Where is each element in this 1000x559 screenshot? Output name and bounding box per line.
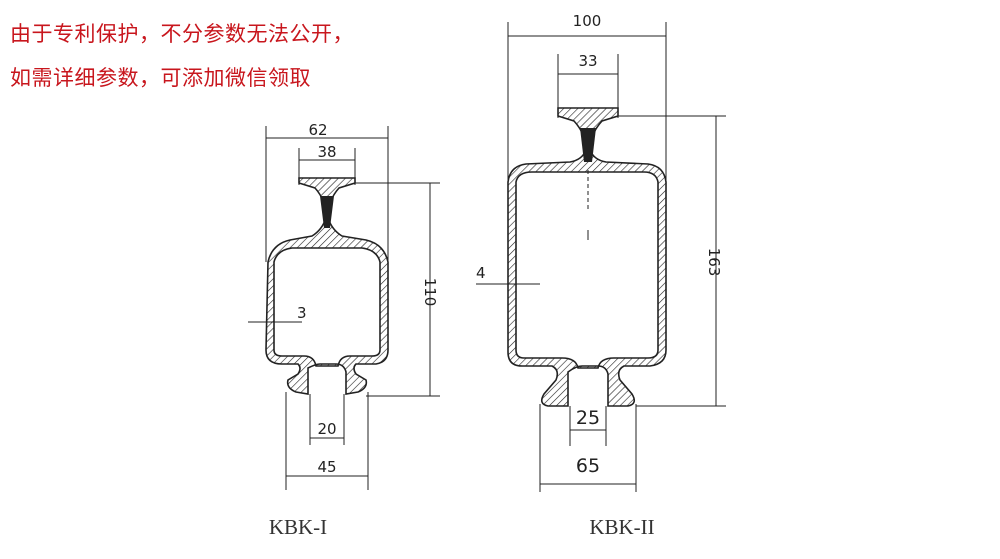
profile-kbk-2: 100 33 163 4 25 65 KBK-II bbox=[476, 12, 726, 539]
kbk-1-height-label: 110 bbox=[421, 278, 439, 307]
patent-notice-line-1: 由于专利保护，不分参数无法公开， bbox=[10, 22, 354, 46]
kbk-2-model-label: KBK-II bbox=[589, 515, 654, 539]
kbk-2-height-label: 163 bbox=[705, 248, 723, 277]
kbk-2-slot-width-label: 25 bbox=[576, 407, 600, 429]
kbk-1-wall-thickness-label: 3 bbox=[297, 304, 307, 322]
kbk-1-model-label: KBK-I bbox=[269, 515, 327, 539]
kbk-2-wall bbox=[507, 107, 667, 407]
kbk-2-neck-width-label: 33 bbox=[578, 52, 597, 70]
kbk-1-neck-width-label: 38 bbox=[317, 143, 336, 161]
kbk-2-bottom-width-label: 65 bbox=[576, 455, 600, 477]
patent-notice-line-2: 如需详细参数，可添加微信领取 bbox=[10, 66, 311, 90]
kbk-2-wall-thickness-label: 4 bbox=[476, 264, 486, 282]
profile-kbk-1: 62 38 110 3 20 45 KBK-I bbox=[248, 121, 440, 539]
kbk-1-bottom-width-label: 45 bbox=[317, 458, 336, 476]
kbk-1-neck-fillet bbox=[320, 196, 334, 228]
kbk-1-slot-width-label: 20 bbox=[317, 420, 336, 438]
kbk-2-neck-fillet bbox=[580, 128, 596, 162]
kbk-1-overall-width-label: 62 bbox=[308, 121, 327, 139]
kbk-2-overall-width-label: 100 bbox=[573, 12, 602, 30]
